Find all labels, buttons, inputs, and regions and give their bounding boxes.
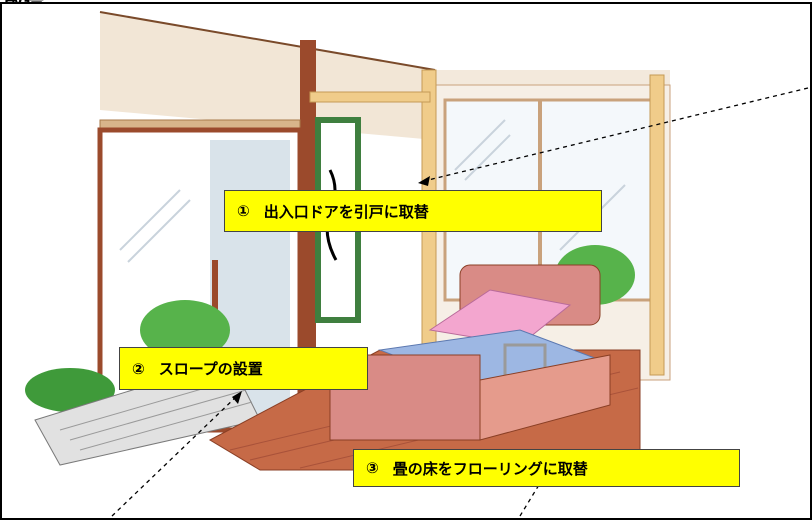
lintel (309, 91, 431, 103)
upper-wall-left (100, 12, 435, 140)
callout-flooring-replacement: ③ 畳の床をフローリングに取替 (353, 449, 740, 487)
callout-label: 畳の床をフローリングに取替 (392, 459, 588, 478)
arrow-1 (423, 87, 809, 182)
arrow-2 (111, 394, 239, 517)
bed-frame (479, 354, 611, 441)
callout-number: ① (237, 202, 250, 220)
pillar-far-right (649, 74, 665, 376)
callout-number: ② (132, 359, 145, 378)
callout-ramp-installation: ② スロープの設置 (119, 347, 368, 390)
callout-number: ③ (366, 459, 379, 477)
plant-left (25, 368, 115, 412)
callout-door-replacement: ① 出入口ドアを引戸に取替 (224, 190, 602, 232)
callout-label: スロープの設置 (158, 360, 263, 378)
callout-label: 出入口ドアを引戸に取替 (263, 202, 429, 221)
